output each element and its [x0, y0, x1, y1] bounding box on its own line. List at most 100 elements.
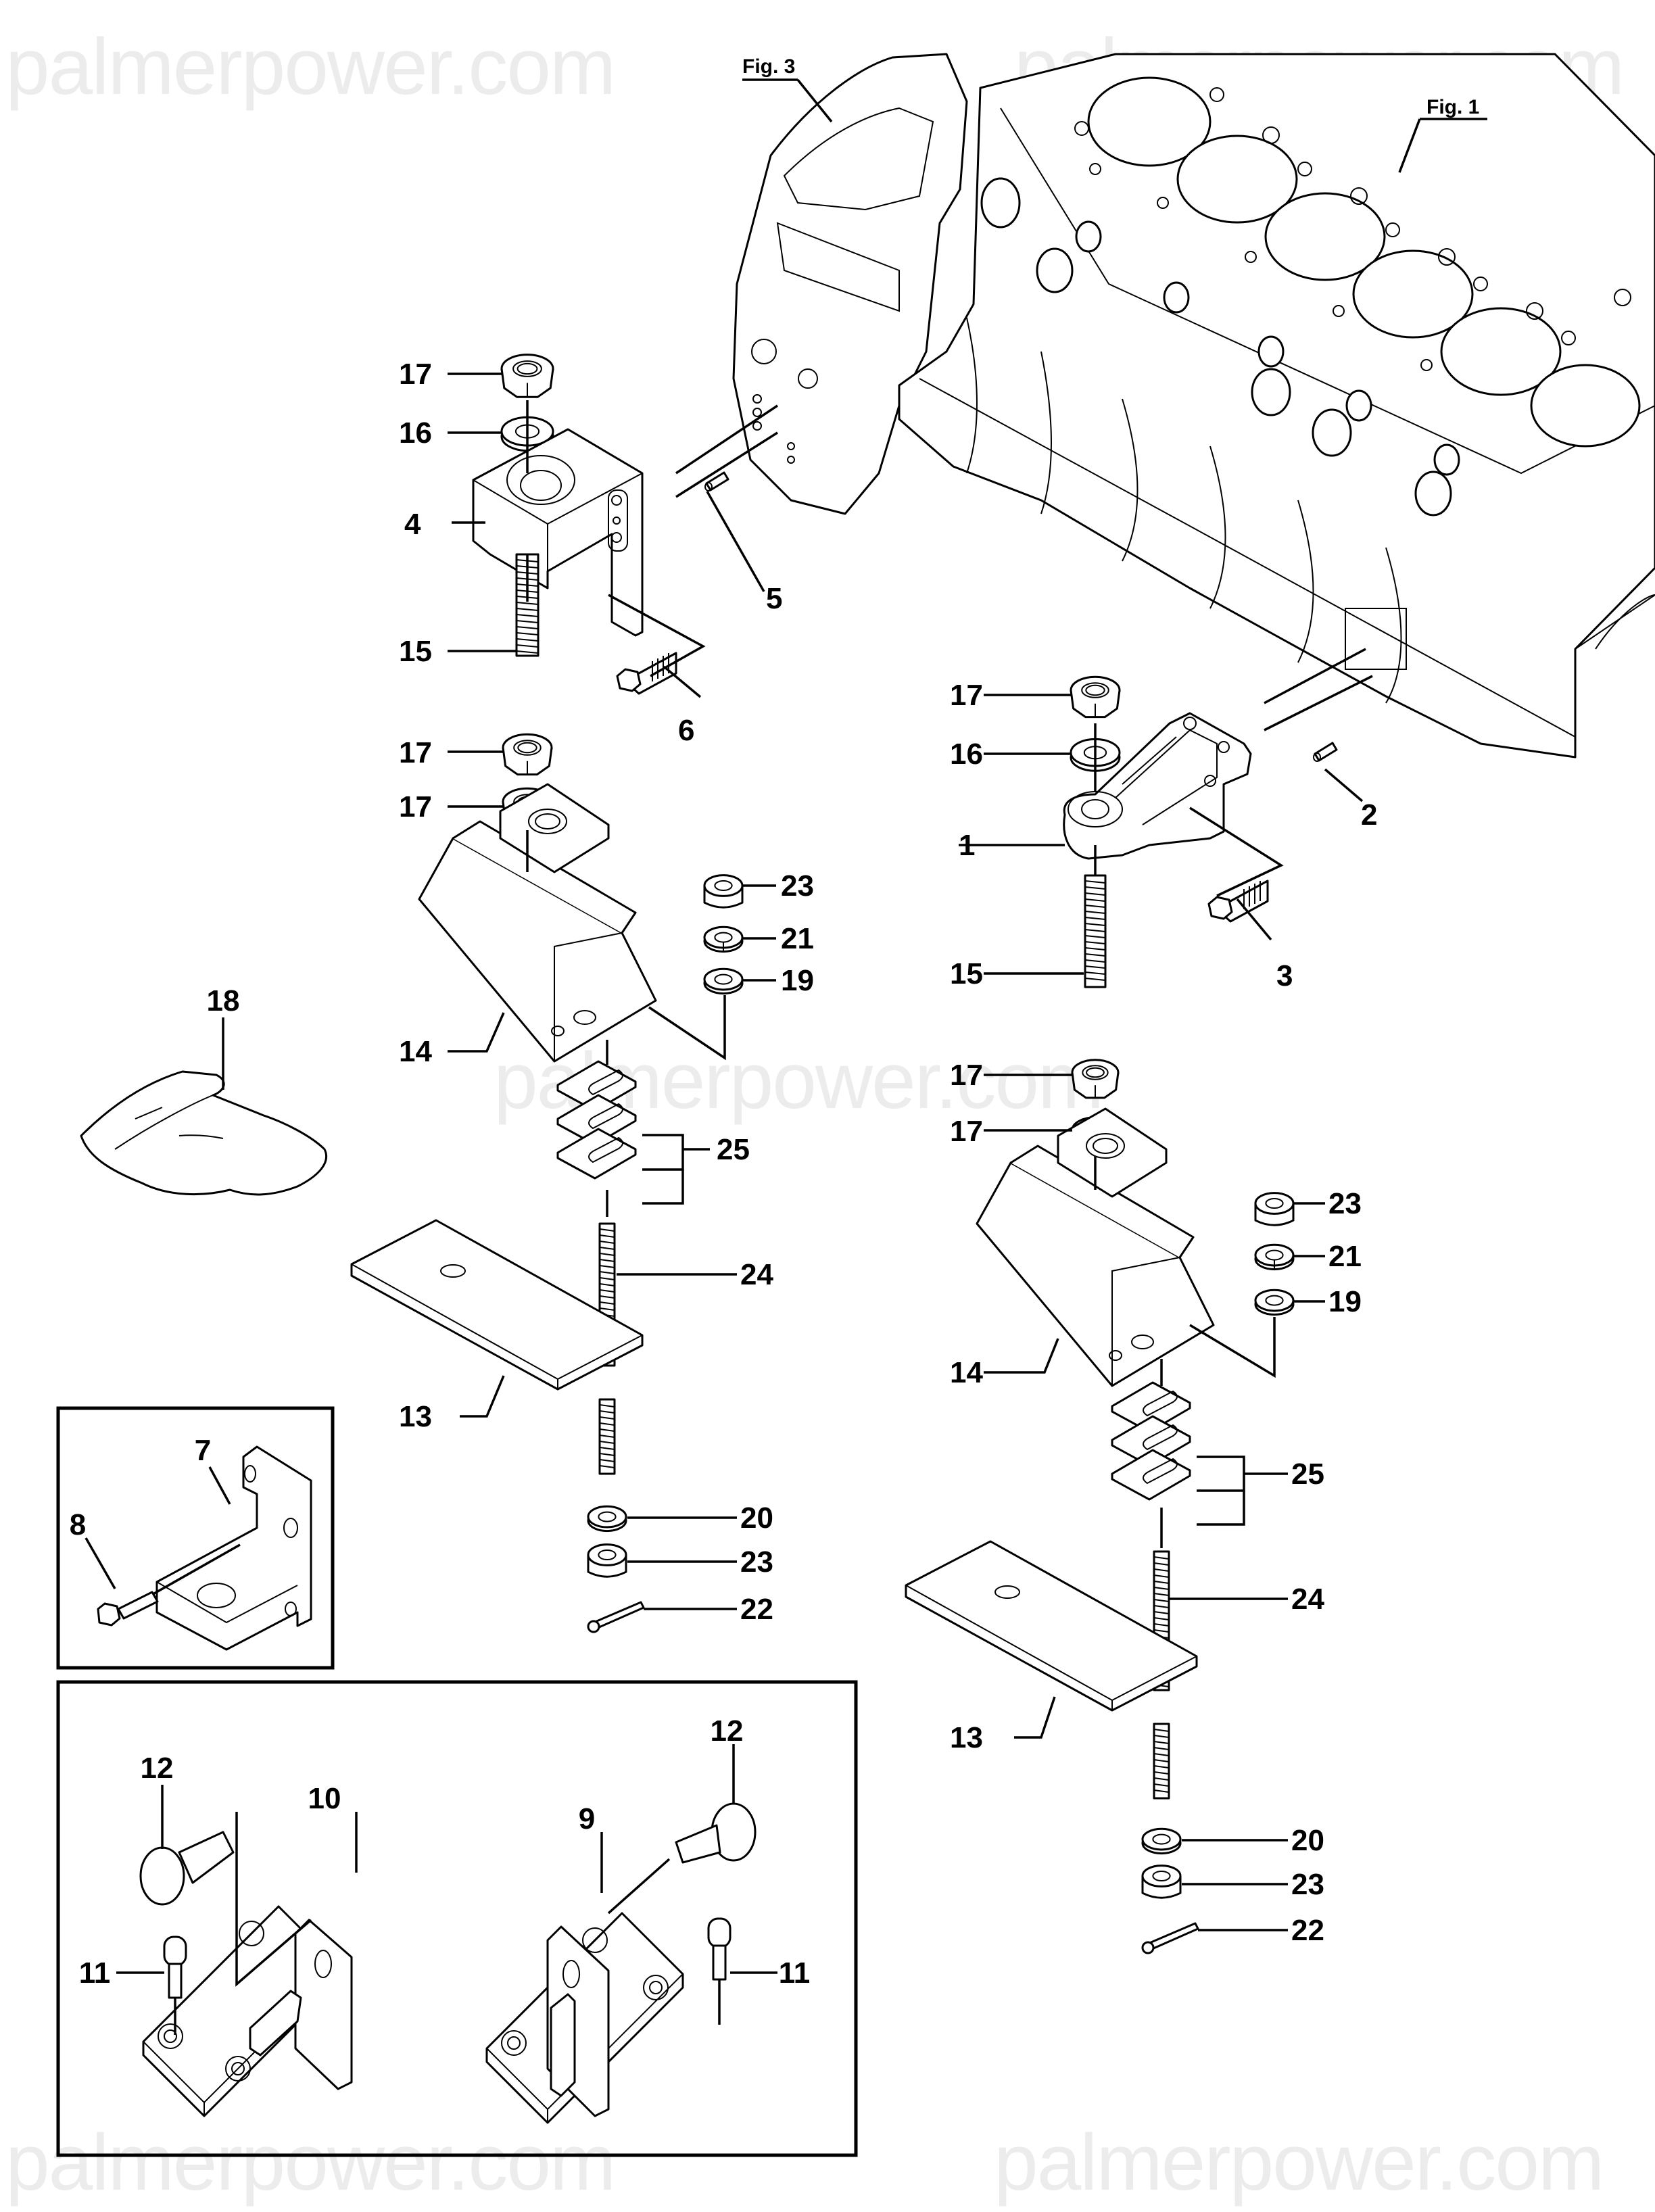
callout-21-left: 21 — [781, 922, 814, 955]
callout-19-left: 19 — [781, 964, 814, 997]
callout-11-left: 11 — [79, 1956, 111, 1990]
nut-23-right-bottom — [1141, 1865, 1182, 1899]
callout-15-right: 15 — [950, 957, 983, 990]
callout-17-left-mid1: 17 — [399, 736, 432, 769]
callout-16-right: 16 — [950, 738, 983, 771]
callout-12-right: 12 — [711, 1714, 744, 1748]
callout-18: 18 — [207, 984, 240, 1017]
callout-4: 4 — [404, 508, 421, 541]
callout-24-left: 24 — [740, 1258, 773, 1291]
callout-17-right-mid1: 17 — [950, 1059, 983, 1092]
foot-9 — [485, 1912, 684, 2124]
callout-16-left: 16 — [399, 416, 432, 450]
leaders-left — [448, 372, 778, 1610]
callout-15-left: 15 — [399, 635, 432, 668]
flat-washer-19-left — [703, 967, 744, 995]
callout-2: 2 — [1361, 798, 1377, 832]
nut-23-left-side — [703, 874, 744, 909]
lock-washer-21-right — [1254, 1243, 1295, 1271]
bracket-4 — [472, 428, 644, 637]
callout-11-right: 11 — [779, 1956, 811, 1990]
nut-17-left-mid1 — [502, 733, 553, 776]
bolt-3 — [1207, 880, 1269, 923]
engine-block — [732, 53, 1655, 759]
callout-14-left: 14 — [399, 1035, 432, 1068]
callout-20-left: 20 — [740, 1501, 773, 1535]
deck-holes — [1074, 87, 1631, 371]
fig3-reference: Fig. 3 — [742, 55, 833, 123]
callout-5: 5 — [766, 582, 782, 615]
callout-21-right: 21 — [1328, 1240, 1362, 1273]
bolt-6 — [616, 652, 677, 695]
callout-23-right-bottom: 23 — [1291, 1868, 1324, 1901]
isolator-14-left — [418, 783, 657, 1063]
dowel-pin-2 — [1313, 742, 1338, 762]
callout-1: 1 — [959, 829, 975, 862]
nut-23-left-bottom — [587, 1543, 627, 1578]
callout-13-right: 13 — [950, 1721, 983, 1754]
screw-11-right — [707, 1917, 731, 1981]
bolt-12-right — [675, 1802, 757, 1864]
inset-box-bracket — [56, 1406, 335, 1670]
long-stud-24-right-lower — [1153, 1723, 1170, 1800]
screw-11-left — [163, 1936, 187, 1999]
callout-22-left: 22 — [740, 1593, 773, 1626]
stud-15-right — [1084, 874, 1107, 988]
nut-23-right-side — [1254, 1192, 1295, 1226]
cylinder-bores — [1087, 76, 1641, 448]
callout-23-left-side: 23 — [781, 869, 814, 903]
callout-20-right: 20 — [1291, 1824, 1324, 1857]
cotter-pin-22-right — [1141, 1922, 1199, 1954]
inset-bracket-7 — [85, 1445, 312, 1651]
callout-3: 3 — [1276, 959, 1293, 992]
callout-14-right: 14 — [950, 1356, 983, 1389]
watermark-bottom-left: palmerpower.com — [5, 2118, 616, 2207]
base-plate-13-right — [905, 1540, 1198, 1712]
callout-17-right-mid2: 17 — [950, 1115, 983, 1148]
shims-25-left — [556, 1060, 637, 1180]
callout-22-right: 22 — [1291, 1914, 1324, 1947]
callout-7: 7 — [195, 1434, 211, 1467]
callout-10: 10 — [308, 1782, 341, 1815]
callout-17-left-mid2: 17 — [399, 790, 432, 823]
callout-17-right-top: 17 — [950, 679, 983, 712]
inset-bolt-8 — [97, 1591, 159, 1627]
callout-8: 8 — [70, 1508, 86, 1541]
inset-box-feet — [56, 1680, 858, 2157]
nut-17-left-top — [500, 354, 554, 398]
callout-13-left: 13 — [399, 1400, 432, 1433]
parts-layer — [80, 354, 1373, 2124]
watermark-top-left: palmerpower.com — [5, 22, 616, 112]
shims-25-right — [1111, 1381, 1191, 1501]
washer-20-right — [1141, 1827, 1182, 1855]
leaders-inset-feet — [116, 1744, 777, 2035]
leaders-right — [959, 648, 1373, 1931]
callout-24-right: 24 — [1291, 1583, 1324, 1616]
watermark-bottom-right: palmerpower.com — [994, 2118, 1604, 2207]
callout-6: 6 — [678, 714, 694, 747]
bracket-1 — [1063, 712, 1252, 860]
callout-9: 9 — [579, 1802, 595, 1835]
flat-washer-19-right — [1254, 1289, 1295, 1316]
foot-10 — [142, 1905, 353, 2117]
callout-23-left-bottom: 23 — [740, 1545, 773, 1579]
base-plate-13-left — [350, 1219, 644, 1391]
bolt-12-left — [139, 1831, 235, 1906]
packet-18 — [80, 1017, 328, 1196]
callout-17-left-top: 17 — [399, 358, 432, 391]
fig1-reference: Fig. 1 — [1398, 96, 1487, 173]
cotter-pin-22-left — [587, 1601, 645, 1633]
callout-19-right: 19 — [1328, 1285, 1362, 1318]
fig3-label: Fig. 3 — [742, 55, 795, 78]
long-stud-24-left-lower — [598, 1398, 616, 1475]
isolator-14-right — [976, 1107, 1215, 1387]
block-side-features — [919, 177, 1655, 738]
callout-25-right: 25 — [1291, 1458, 1324, 1491]
washer-20-left — [587, 1505, 627, 1533]
callout-layer: 1716451561717232119142524132023221716123… — [70, 358, 1378, 1990]
nut-17-right-mid1 — [1071, 1059, 1120, 1099]
callout-25-left: 25 — [717, 1133, 750, 1166]
nut-17-right-top — [1070, 675, 1121, 719]
callout-23-right-side: 23 — [1328, 1187, 1362, 1220]
